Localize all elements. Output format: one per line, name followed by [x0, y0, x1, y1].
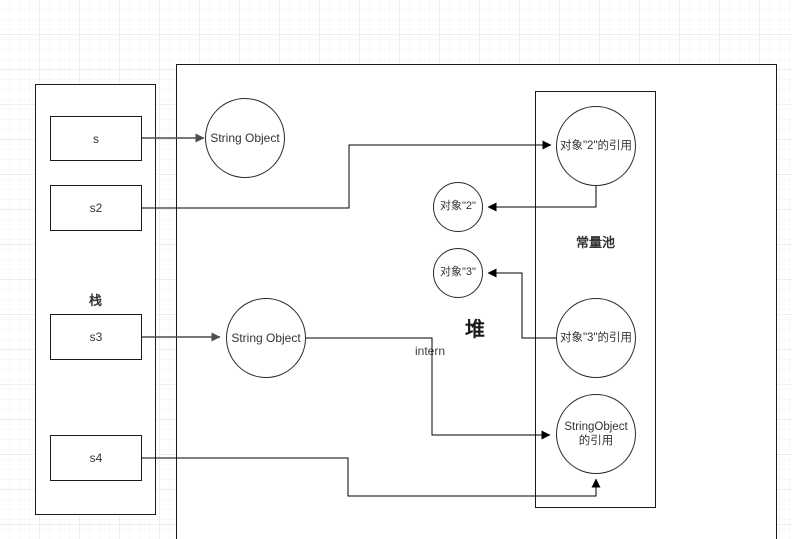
obj2-ref-node: 对象"2"的引用 — [556, 106, 636, 186]
stack-var-s-label: s — [93, 131, 99, 146]
stack-var-s4-label: s4 — [89, 451, 103, 465]
obj3-ref-node: 对象"3"的引用 — [556, 298, 636, 378]
string-object-1-node: String Object — [205, 98, 285, 178]
obj2-label: 对象"2" — [440, 200, 476, 213]
string-object-2-node: String Object — [226, 298, 306, 378]
stack-label: 栈 — [88, 293, 102, 308]
obj3-label: 对象"3" — [440, 266, 476, 279]
string-object-ref-node: StringObject 的引用 — [556, 394, 636, 474]
stack-var-s4: s4 — [50, 435, 142, 481]
stack-var-s3-label: s3 — [89, 330, 103, 344]
string-object-ref-label-line1: StringObject — [564, 420, 628, 433]
stack-var-s2: s2 — [50, 185, 142, 231]
heap-label: 堆 — [465, 319, 485, 341]
obj2-node: 对象"2" — [433, 182, 483, 232]
obj2-ref-label: 对象"2"的引用 — [559, 139, 633, 152]
intern-label: intern — [414, 344, 446, 358]
string-object-1-label: String Object — [210, 130, 280, 145]
stack-var-s2-label: s2 — [89, 201, 103, 215]
obj3-node: 对象"3" — [433, 248, 483, 298]
obj3-ref-label: 对象"3"的引用 — [559, 331, 633, 344]
stack-var-s3: s3 — [50, 314, 142, 360]
string-object-2-label: String Object — [231, 330, 301, 345]
constant-pool-label: 常量池 — [575, 235, 615, 250]
stack-var-s: s — [50, 116, 142, 161]
string-object-ref-label-line2: 的引用 — [578, 435, 614, 447]
